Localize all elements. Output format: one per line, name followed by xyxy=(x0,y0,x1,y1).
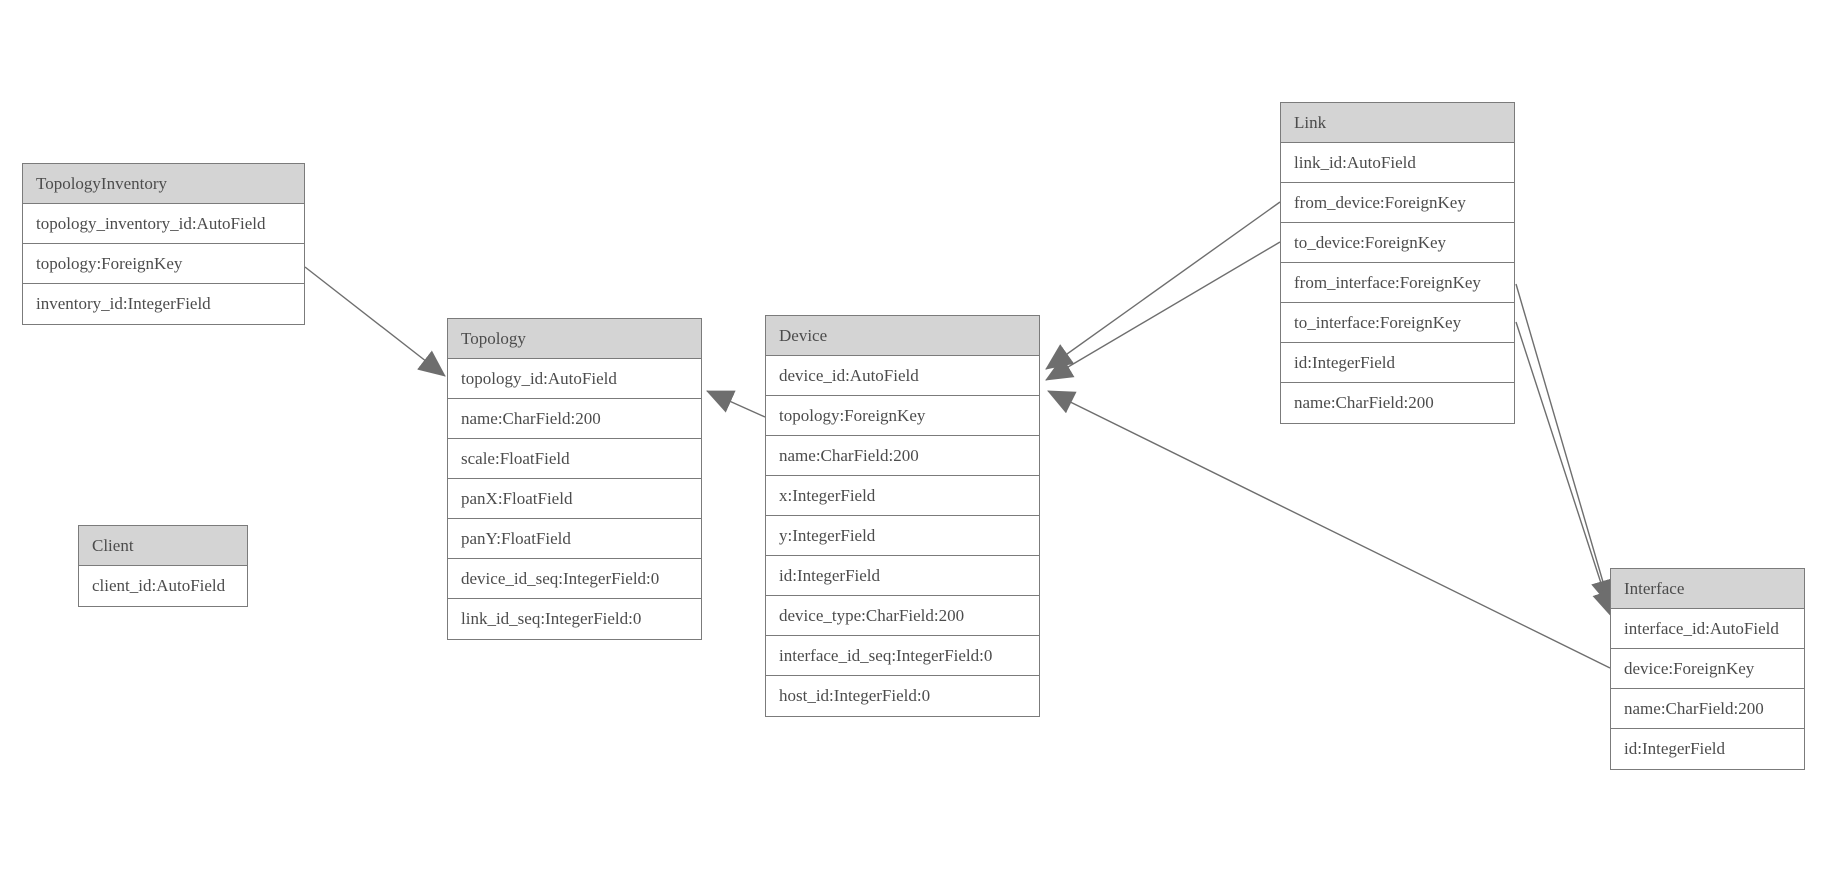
entity-field-row: to_interface:ForeignKey xyxy=(1281,303,1514,343)
entity-field-row: topology:ForeignKey xyxy=(23,244,304,284)
entity-link[interactable]: Link link_id:AutoField from_device:Forei… xyxy=(1280,102,1515,424)
entity-field-row: name:CharField:200 xyxy=(1611,689,1804,729)
entity-field-row: client_id:AutoField xyxy=(92,576,226,595)
entity-field-row: interface_id:AutoField xyxy=(1611,609,1804,649)
entity-field-row: panX:FloatField xyxy=(448,479,701,519)
entity-client[interactable]: Client client_id:AutoField xyxy=(78,525,248,607)
entity-field-row: topology:ForeignKey xyxy=(766,396,1039,436)
edge-interface-device xyxy=(1047,390,1611,669)
entity-topologyinventory[interactable]: TopologyInventory topology_inventory_id:… xyxy=(22,163,305,325)
entity-field-row: device_id:AutoField xyxy=(766,356,1039,396)
entity-field-row: name:CharField:200 xyxy=(1294,393,1434,412)
entity-device[interactable]: Device device_id:AutoField topology:Fore… xyxy=(765,315,1040,717)
entity-field-row: from_device:ForeignKey xyxy=(1281,183,1514,223)
entity-field-row: to_device:ForeignKey xyxy=(1281,223,1514,263)
entity-field-row: panY:FloatField xyxy=(448,519,701,559)
edge-link-frominterface-interface xyxy=(1515,283,1615,607)
entity-field-row: from_interface:ForeignKey xyxy=(1281,263,1514,303)
edge-topologyinventory-topology xyxy=(304,266,446,377)
entity-title: Client xyxy=(79,526,247,566)
entity-field-row: link_id:AutoField xyxy=(1281,143,1514,183)
entity-field-row: name:CharField:200 xyxy=(766,436,1039,476)
entity-field-row: id:IntegerField xyxy=(766,556,1039,596)
entity-field-row: name:CharField:200 xyxy=(448,399,701,439)
entity-title: Topology xyxy=(448,319,701,359)
entity-title: Interface xyxy=(1611,569,1804,609)
entity-title: Device xyxy=(766,316,1039,356)
entity-field-row: device_type:CharField:200 xyxy=(766,596,1039,636)
entity-field-row: device:ForeignKey xyxy=(1611,649,1804,689)
edge-link-todevice-device xyxy=(1045,241,1281,381)
entity-field-row: interface_id_seq:IntegerField:0 xyxy=(766,636,1039,676)
entity-field-row: id:IntegerField xyxy=(1624,739,1726,758)
entity-field-row: y:IntegerField xyxy=(766,516,1039,556)
entity-field-row: id:IntegerField xyxy=(1281,343,1514,383)
entity-field-row: x:IntegerField xyxy=(766,476,1039,516)
entity-field-row: inventory_id:IntegerField xyxy=(36,294,211,313)
entity-field-row: link_id_seq:IntegerField:0 xyxy=(461,609,642,628)
entity-title: Link xyxy=(1281,103,1514,143)
edge-link-tointerface-interface xyxy=(1515,321,1616,618)
entity-title: TopologyInventory xyxy=(23,164,304,204)
entity-field-row: device_id_seq:IntegerField:0 xyxy=(448,559,701,599)
entity-field-row: scale:FloatField xyxy=(448,439,701,479)
edge-link-fromdevice-device xyxy=(1045,201,1281,370)
edge-device-topology xyxy=(706,390,766,418)
entity-field-row: topology_inventory_id:AutoField xyxy=(23,204,304,244)
entity-topology[interactable]: Topology topology_id:AutoField name:Char… xyxy=(447,318,702,640)
entity-interface[interactable]: Interface interface_id:AutoField device:… xyxy=(1610,568,1805,770)
entity-field-row: topology_id:AutoField xyxy=(448,359,701,399)
entity-field-row: host_id:IntegerField:0 xyxy=(779,686,931,705)
